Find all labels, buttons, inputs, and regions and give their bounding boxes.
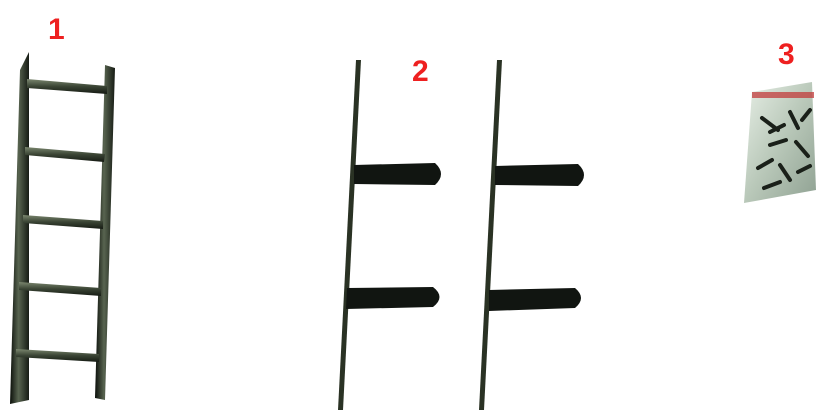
bracket-post-left xyxy=(338,60,441,410)
hardware-bag xyxy=(744,82,816,203)
ladder-rung xyxy=(25,147,105,162)
post-rail xyxy=(479,60,502,410)
ladder-rung xyxy=(23,215,103,229)
ladder-rung xyxy=(19,282,101,296)
ladder-rung xyxy=(27,79,107,94)
post-rail xyxy=(338,60,361,410)
ladder-right-rail xyxy=(95,65,115,400)
post-bracket xyxy=(346,287,440,309)
bag-seal xyxy=(752,92,814,98)
item-number-1: 1 xyxy=(48,15,65,45)
post-bracket xyxy=(489,288,581,311)
ladder-part xyxy=(10,52,115,404)
bracket-post-right xyxy=(479,60,584,410)
post-bracket xyxy=(354,163,441,185)
item-number-3: 3 xyxy=(778,40,795,70)
post-bracket xyxy=(495,164,584,186)
item-number-2: 2 xyxy=(412,57,429,87)
